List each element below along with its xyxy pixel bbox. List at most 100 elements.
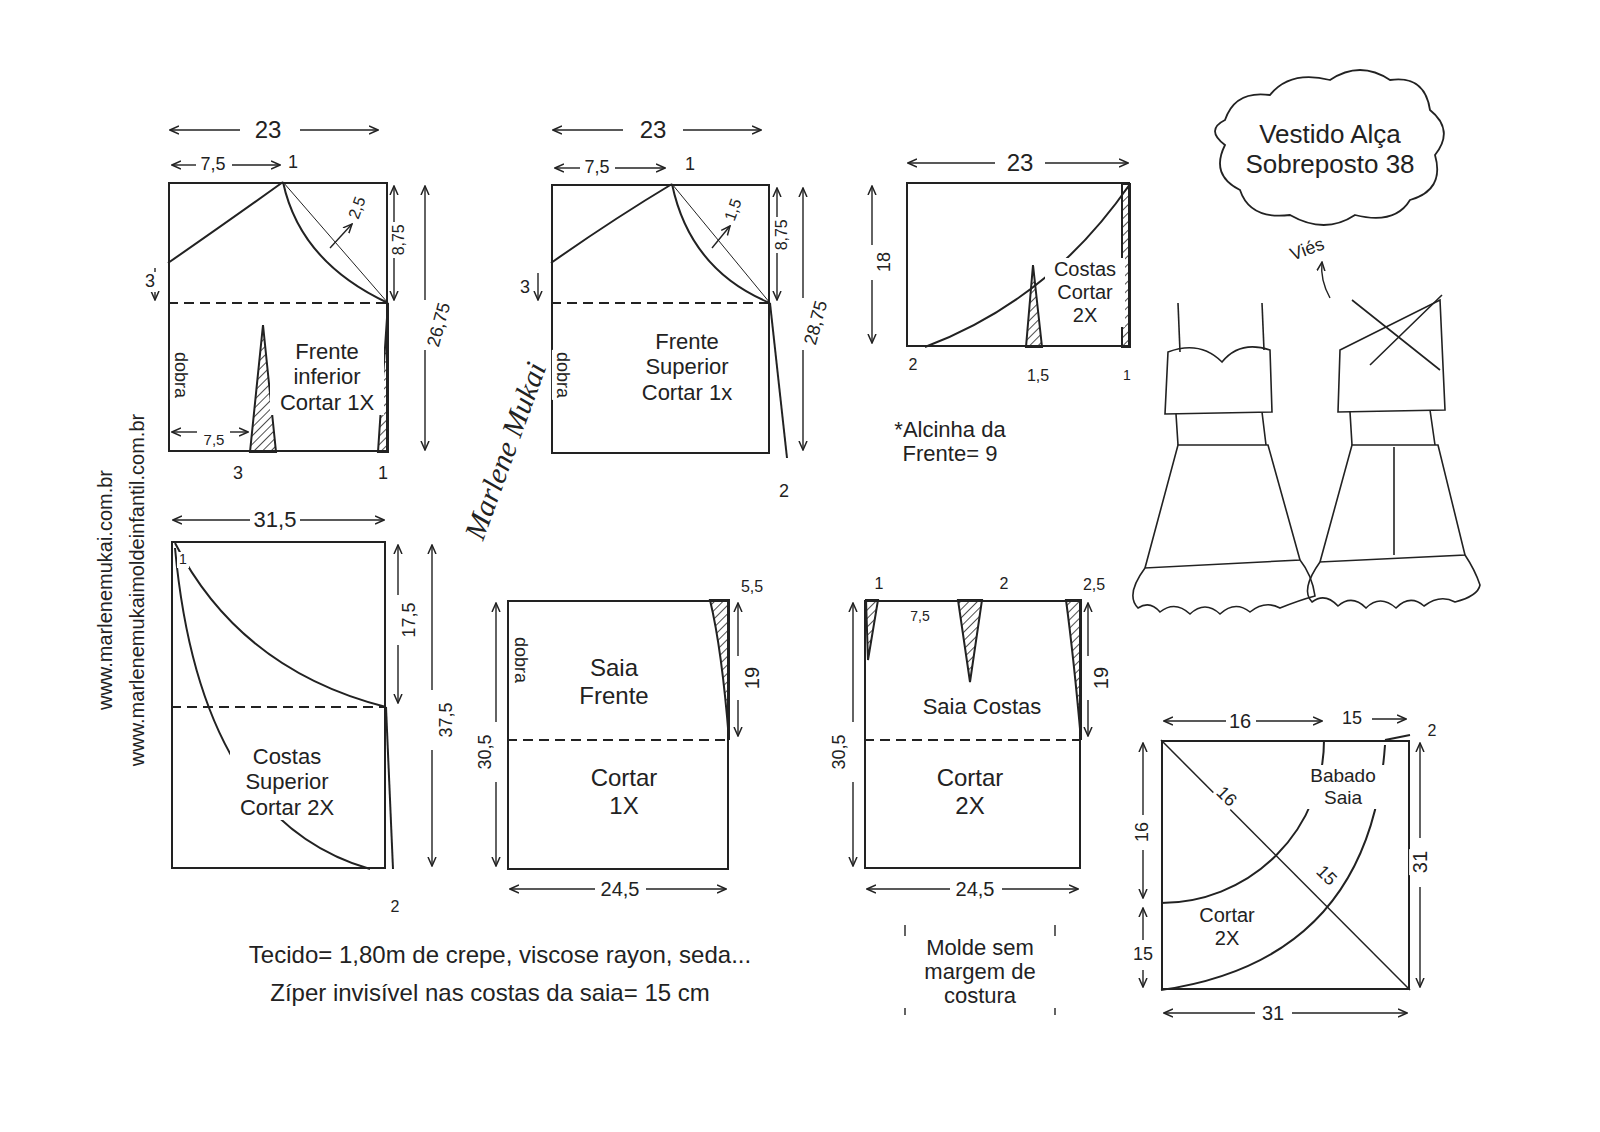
dimension-label: 7,5 bbox=[582, 158, 611, 178]
piece-lines bbox=[168, 182, 1410, 990]
pattern-piece: Frente Superior Cortar 1x bbox=[551, 184, 770, 454]
pattern-line bbox=[1350, 410, 1435, 445]
pattern-line bbox=[802, 350, 803, 450]
pattern-line bbox=[776, 188, 777, 217]
dimension-label: 7,5 bbox=[202, 432, 227, 449]
pattern-line bbox=[1164, 720, 1226, 721]
pattern-line bbox=[495, 782, 496, 866]
pattern-line bbox=[495, 603, 496, 722]
pattern-piece: Babado SaiaCortar 2X bbox=[1161, 740, 1410, 990]
pattern-line bbox=[646, 888, 726, 889]
pattern-line bbox=[802, 188, 803, 298]
dimension-label: 26,75 bbox=[424, 299, 456, 351]
pattern-line bbox=[1161, 740, 1324, 903]
pattern-line bbox=[1176, 412, 1266, 445]
pattern-line bbox=[1178, 303, 1180, 352]
pattern-line bbox=[1165, 347, 1272, 414]
pattern-line bbox=[424, 350, 425, 450]
dimension-label: 1,5 bbox=[720, 195, 746, 226]
pattern-line bbox=[1142, 743, 1143, 815]
pattern-line bbox=[507, 739, 729, 741]
pattern-line bbox=[431, 750, 432, 866]
dimension-label: 1 bbox=[683, 155, 697, 175]
dimension-label: 3 bbox=[143, 272, 157, 292]
dimension-label: 2 bbox=[777, 482, 791, 502]
dimension-label: 8,75 bbox=[773, 217, 791, 252]
signature: Marlene Mukai bbox=[457, 355, 553, 545]
dimension-label: 17,5 bbox=[400, 600, 420, 639]
dimension-label: 1 bbox=[286, 153, 300, 173]
dimension-label: 15 bbox=[1340, 709, 1364, 729]
pattern-line bbox=[852, 603, 853, 722]
pattern-line bbox=[1002, 888, 1078, 889]
dimension-label: 16 bbox=[1211, 781, 1242, 812]
dress-sketch bbox=[1133, 295, 1480, 614]
dimension-label: dobra bbox=[170, 350, 190, 400]
pattern-line bbox=[393, 186, 394, 222]
pattern-line bbox=[866, 600, 878, 660]
pattern-line bbox=[1256, 720, 1322, 721]
pattern-piece: Costas Cortar 2X bbox=[906, 182, 1130, 347]
dimension-label: 23 bbox=[253, 117, 284, 143]
dimension-label: 16 bbox=[1227, 710, 1253, 732]
pattern-line bbox=[852, 782, 853, 866]
dimension-label: 31 bbox=[1260, 1002, 1286, 1024]
dimension-label: dobra bbox=[552, 350, 572, 400]
pattern-line bbox=[172, 431, 197, 432]
dimension-label: 16 bbox=[1133, 820, 1153, 844]
pattern-line bbox=[510, 888, 595, 889]
piece-label: Cortar 1X bbox=[582, 764, 666, 819]
piece-label: Saia Costas bbox=[890, 694, 1074, 719]
dimension-label: 19 bbox=[741, 665, 763, 691]
piece-label: Costas Cortar 2X bbox=[1045, 258, 1125, 327]
dimension-label: www.marlenemukai.com.br bbox=[94, 468, 116, 712]
pattern-line bbox=[553, 129, 623, 130]
pattern-line bbox=[393, 258, 394, 300]
dimension-label: 7,5 bbox=[908, 609, 931, 624]
piece-label: Cortar 2X bbox=[928, 764, 1012, 819]
pattern-piece: Costas Superior Cortar 2X bbox=[171, 541, 386, 869]
piece-label: Costas Superior Cortar 2X bbox=[230, 744, 344, 820]
pattern-line bbox=[958, 600, 982, 682]
dimension-label: 24,5 bbox=[954, 878, 997, 900]
pattern-line bbox=[672, 184, 770, 303]
pattern-line bbox=[330, 224, 352, 248]
pattern-line bbox=[232, 164, 280, 165]
pattern-line bbox=[737, 603, 738, 656]
dimension-label: 31,5 bbox=[252, 508, 299, 532]
dimension-label: 2 bbox=[389, 898, 402, 916]
pattern-line bbox=[1262, 303, 1264, 350]
dimension-label: 1 bbox=[1121, 368, 1133, 383]
pattern-line bbox=[1393, 447, 1395, 555]
pattern-line bbox=[424, 186, 425, 300]
title-text: Vestido Alça Sobreposto 38 bbox=[1233, 120, 1428, 180]
pattern-line bbox=[431, 545, 432, 690]
dimension-label: www.marlenemukaimoldeinfantil.com.br bbox=[126, 412, 148, 768]
pattern-line bbox=[283, 182, 388, 303]
dimension-label: 1 bbox=[177, 552, 189, 567]
dimension-label: 24,5 bbox=[599, 878, 642, 900]
pattern-line bbox=[712, 226, 730, 248]
dimension-label: 15 bbox=[1131, 945, 1155, 965]
dimension-label: 37,5 bbox=[437, 700, 457, 739]
pattern-line bbox=[615, 167, 665, 168]
pattern-line bbox=[1087, 700, 1088, 736]
dimension-label: 31 bbox=[1409, 849, 1431, 875]
pattern-line bbox=[551, 184, 672, 263]
pattern-line bbox=[1087, 603, 1088, 656]
dimension-label: 5,5 bbox=[739, 578, 765, 596]
dimension-label: 30,5 bbox=[830, 732, 850, 771]
dimension-label: 15 bbox=[1311, 860, 1342, 891]
pattern-line bbox=[1142, 970, 1143, 987]
title-cloud bbox=[1215, 70, 1444, 225]
pattern-line bbox=[770, 303, 787, 458]
dimension-label: Zíper invisível nas costas da saia= 15 c… bbox=[268, 980, 712, 1006]
pattern-line bbox=[1045, 162, 1128, 163]
piece-label: Saia Frente bbox=[556, 654, 672, 709]
piece-label: Frente Superior Cortar 1x bbox=[620, 329, 754, 405]
pattern-line bbox=[283, 182, 388, 303]
pattern-line bbox=[672, 184, 770, 303]
dimension-label: 28,75 bbox=[801, 297, 833, 349]
dimension-label: 2 bbox=[1426, 722, 1439, 740]
